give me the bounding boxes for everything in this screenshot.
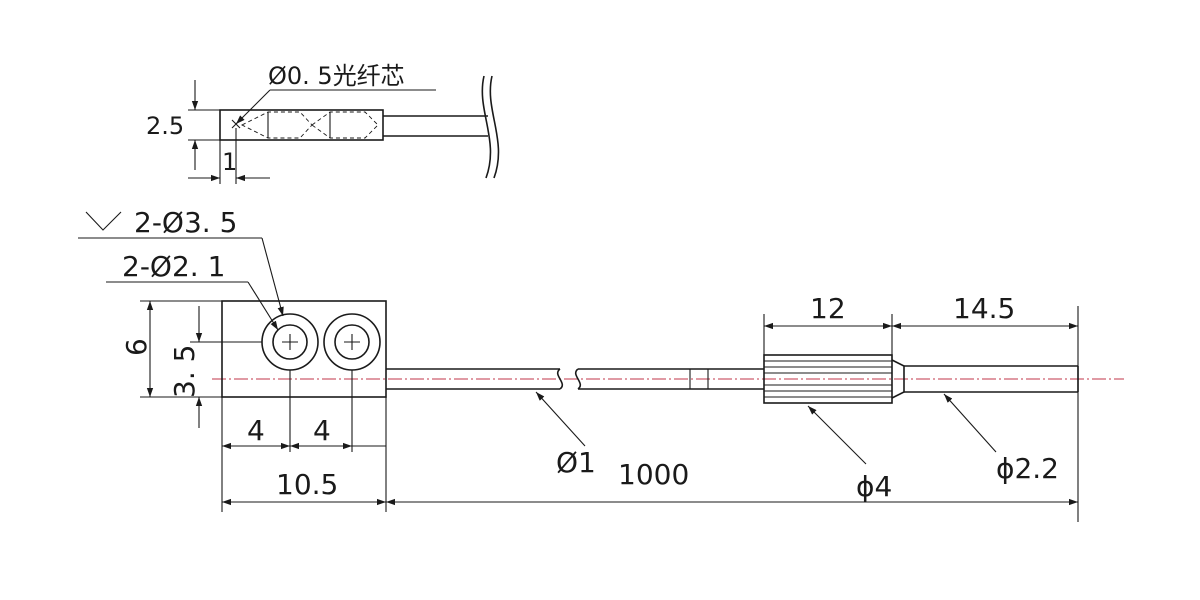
knurled-sleeve (763, 354, 893, 404)
through-hole-1 (272, 324, 308, 360)
knurl-lines (764, 360, 892, 398)
fiber-core-label: Ø0. 5光纤芯 (268, 62, 405, 90)
countersink-symbol-icon (85, 211, 122, 231)
hole-center-cross (282, 334, 298, 350)
through-hole-2 (334, 324, 370, 360)
hole-label: 2-Ø2. 1 (122, 250, 225, 283)
cable-diameter-leader (535, 391, 586, 447)
countersink-leader (261, 237, 284, 317)
sleeve-diameter-label: ϕ4 (856, 470, 892, 503)
tip-diameter-label: ϕ2.2 (996, 452, 1059, 485)
sleeve-length-label: 12 (810, 292, 846, 325)
hole-leader (247, 281, 279, 331)
sleeve-chamfer (891, 359, 905, 399)
break-line (556, 368, 564, 390)
front-view-body (221, 300, 387, 398)
top-view-hidden-channel-2 (311, 111, 379, 139)
hole-center-cross (344, 334, 360, 350)
break-line (574, 368, 582, 390)
cable-diameter-label: Ø1 (556, 446, 596, 479)
hole-pitch-label-1: 4 (247, 414, 265, 447)
tip-length-label: 14.5 (953, 292, 1015, 325)
front-height-label: 6 (120, 338, 153, 356)
hole-pitch-label-2: 4 (313, 414, 331, 447)
tip-diameter-leader (943, 393, 997, 453)
cable-length-label: 1000 (618, 458, 689, 491)
body-width-label: 10.5 (276, 468, 338, 501)
top-view-hidden-channel-1 (240, 111, 313, 139)
sleeve-diameter-leader (807, 405, 867, 465)
break-line (481, 75, 492, 179)
front-view: 2-Ø3. 5 2-Ø2. 1 6 3. 5 4 4 10. (78, 206, 1124, 522)
break-line (489, 75, 500, 179)
top-view: Ø0. 5光纤芯 2.5 1 (146, 62, 500, 184)
hole-center-label: 3. 5 (168, 345, 201, 398)
top-height-label: 2.5 (146, 112, 184, 140)
fiber-core-leader (235, 89, 271, 125)
top-edge-offset-label: 1 (222, 148, 237, 176)
countersink-label: 2-Ø3. 5 (134, 206, 237, 239)
top-view-body (219, 109, 384, 141)
